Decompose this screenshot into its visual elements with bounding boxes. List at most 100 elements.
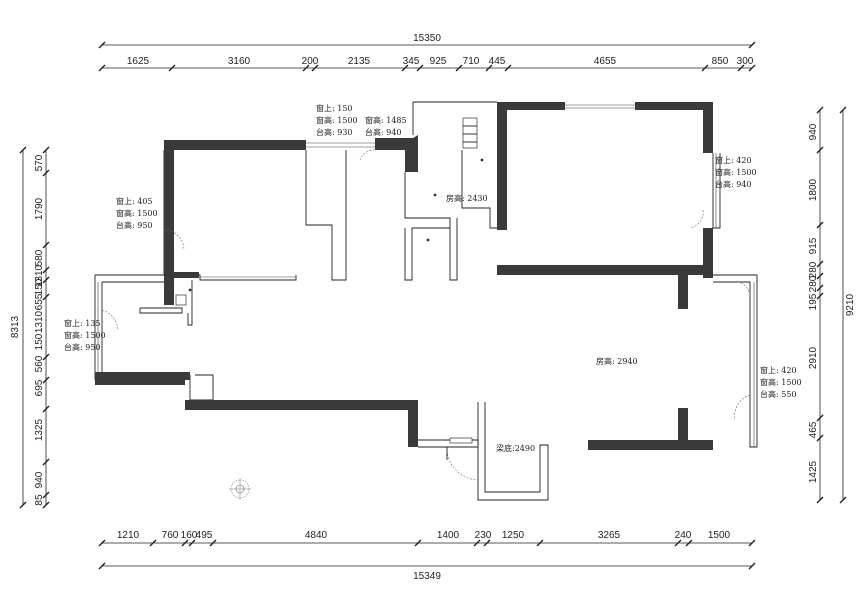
fixtures	[175, 117, 484, 500]
note-line: 窗高: 1500	[64, 330, 106, 340]
floor-drain-icon	[433, 193, 437, 197]
left-seg-13: 85	[34, 494, 45, 506]
right-seg-4: 280	[808, 261, 819, 278]
door-swing	[737, 281, 751, 296]
note-line: 窗上: 405	[116, 196, 153, 206]
wall-segment	[174, 272, 199, 278]
top-seg-11: 300	[737, 56, 754, 67]
window-note-top-left-a: 窗上: 150 窗高: 1500 台高: 930	[316, 103, 358, 137]
right-seg-6: 195	[808, 293, 819, 310]
wall-segment	[497, 265, 713, 275]
wall-segment	[164, 250, 174, 305]
top-dimension-chain: 15350 1625 3160 200 2135 345 925 710 445…	[98, 33, 756, 72]
floor-drain-icon	[426, 238, 430, 242]
note-line: 窗上: 420	[715, 155, 752, 165]
bottom-dimension-chain: 15349 1210 760 160 495 4840 1400 230 125…	[98, 530, 756, 582]
wall-segment	[95, 372, 418, 447]
door-swing	[734, 394, 751, 421]
window-note-top-right: 窗上: 420 窗高: 1500 台高: 940	[715, 155, 757, 189]
shower-fixture	[462, 117, 478, 149]
left-seg-3: 580	[34, 249, 45, 266]
top-seg-9: 4655	[594, 56, 617, 67]
wall-segment	[164, 140, 306, 275]
right-seg-8: 465	[808, 421, 819, 438]
room-label-bath: 房高: 2430	[446, 193, 488, 203]
left-seg-11: 1325	[34, 418, 45, 441]
note-line: 窗高: 1500	[316, 115, 358, 125]
window-note-left-lower: 窗上: 135 窗高: 1500 台高: 950	[64, 318, 106, 352]
windows	[97, 104, 755, 447]
bottom-seg-6: 1400	[437, 530, 460, 541]
left-seg-12: 940	[34, 471, 45, 488]
bottom-seg-1: 1210	[117, 530, 140, 541]
top-seg-5: 345	[403, 56, 420, 67]
note-line: 台高: 950	[116, 220, 153, 230]
top-total-dimension: 15350	[413, 33, 441, 44]
top-seg-2: 3160	[228, 56, 251, 67]
note-line: 台高: 940	[365, 127, 402, 137]
left-seg-4: 1310	[34, 264, 45, 287]
bottom-seg-2: 760	[162, 530, 179, 541]
left-seg-1: 570	[34, 154, 45, 171]
wall-segment	[588, 440, 713, 450]
door-swings	[101, 149, 751, 481]
window-note-top-left-b: 窗高: 1485 台高: 940	[365, 115, 407, 137]
door-swing	[101, 309, 119, 331]
right-seg-9: 1425	[808, 460, 819, 483]
note-line: 窗上: 135	[64, 318, 101, 328]
top-seg-8: 445	[489, 56, 506, 67]
left-seg-2: 1790	[34, 197, 45, 220]
left-seg-10: 695	[34, 379, 45, 396]
floor-drain-icon	[188, 288, 192, 292]
right-segment-ticks	[816, 106, 824, 504]
note-line: 窗高: 1500	[116, 208, 158, 218]
top-seg-4: 2135	[348, 56, 371, 67]
top-segment-ticks	[98, 64, 756, 72]
bottom-segment-ticks	[98, 539, 756, 547]
room-label-living: 房高: 2940	[596, 356, 638, 366]
left-seg-6: 655	[34, 293, 45, 310]
right-total-dimension: 9210	[845, 293, 856, 316]
entry-cabinet	[449, 437, 473, 444]
bottom-total-dimension: 15349	[413, 571, 441, 582]
top-seg-6: 925	[430, 56, 447, 67]
door-swing	[359, 149, 376, 161]
window-note-right-lower: 窗上: 420 窗高: 1500 台高: 550	[760, 365, 802, 399]
right-seg-5: 280	[808, 275, 819, 292]
top-seg-3: 200	[302, 56, 319, 67]
wall-segment	[703, 228, 713, 278]
bottom-seg-11: 1500	[708, 530, 731, 541]
window-note-left-room: 窗上: 405 窗高: 1500 台高: 950	[116, 196, 158, 230]
left-seg-7: 1310	[34, 310, 45, 333]
room-label-entry: 梁底:2490	[496, 443, 535, 453]
bottom-seg-5: 4840	[305, 530, 328, 541]
note-line: 窗上: 420	[760, 365, 797, 375]
wall-solid-fills	[95, 102, 713, 450]
note-line: 台高: 950	[64, 342, 101, 352]
right-seg-2: 1800	[808, 178, 819, 201]
cabinet-fixture	[175, 294, 187, 306]
note-line: 窗高: 1485	[365, 115, 407, 125]
bottom-seg-9: 3265	[598, 530, 621, 541]
note-line: 台高: 930	[316, 127, 353, 137]
bottom-seg-7: 230	[475, 530, 492, 541]
entry-door-swing	[446, 446, 479, 481]
wall-segment	[375, 135, 418, 172]
wall-segment	[678, 275, 688, 309]
bottom-seg-4: 495	[196, 530, 213, 541]
bottom-seg-10: 240	[675, 530, 692, 541]
right-seg-7: 2910	[808, 346, 819, 369]
left-seg-8: 150	[34, 333, 45, 350]
note-line: 窗上: 150	[316, 103, 353, 113]
left-dimension-chain: 8313 570 1790 580 1310 150 655 1310 150 …	[10, 146, 50, 509]
note-line: 台高: 550	[760, 389, 797, 399]
right-seg-3: 915	[808, 237, 819, 254]
left-total-dimension: 8313	[10, 315, 21, 338]
top-seg-10: 850	[712, 56, 729, 67]
wall-segment	[635, 102, 713, 153]
right-dimension-chain: 9210 940 1800 915 280 280 195 2910 465 1…	[808, 106, 856, 504]
left-seg-9: 560	[34, 355, 45, 372]
floor-drain-icon	[480, 158, 484, 162]
bottom-seg-3: 160	[181, 530, 198, 541]
compass-icon	[229, 478, 251, 500]
